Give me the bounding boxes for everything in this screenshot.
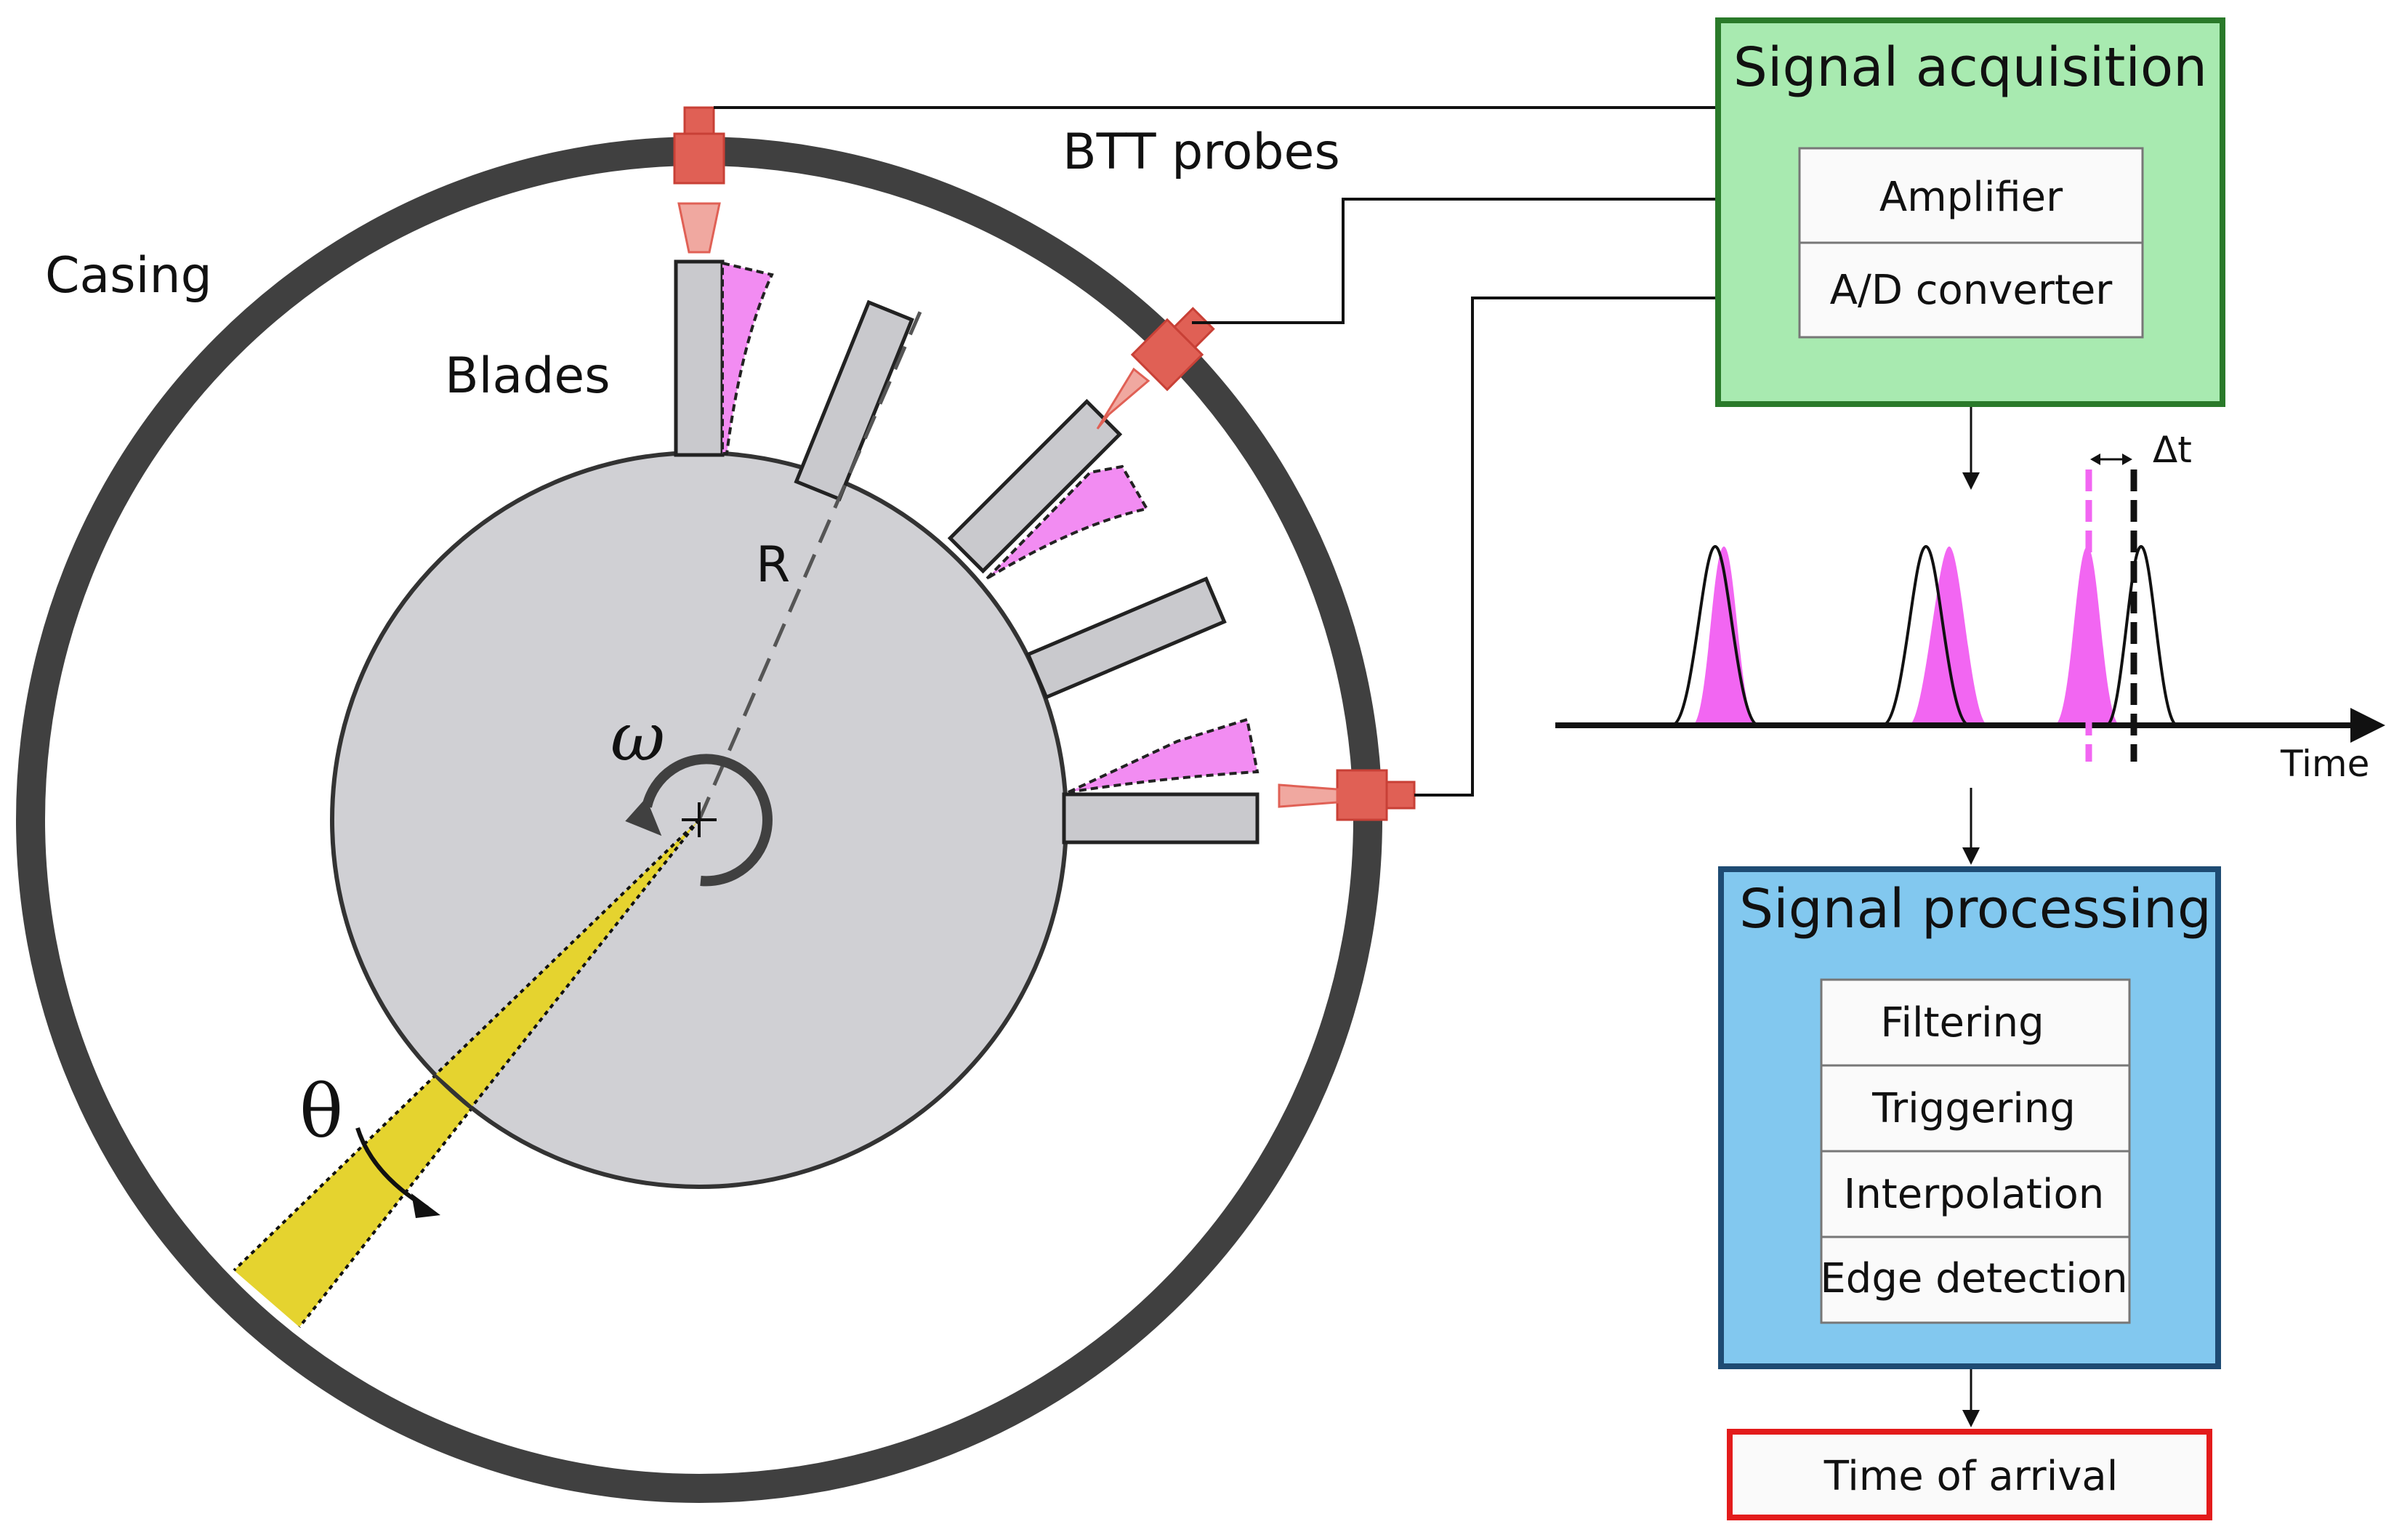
btt-probe bbox=[1336, 769, 1388, 821]
acquisition-item bbox=[1798, 147, 2144, 244]
btt-probe bbox=[1385, 781, 1416, 810]
probe-wire bbox=[1414, 297, 1715, 797]
processing-item-label: Edge detection bbox=[1820, 1255, 2127, 1302]
pulse-reference bbox=[2105, 544, 2178, 727]
delta-t-arrowhead bbox=[2122, 453, 2132, 465]
flow-arrowhead bbox=[1962, 1410, 1980, 1427]
processing-item bbox=[1820, 978, 2131, 1067]
processing-item-label: Triggering bbox=[1871, 1085, 2076, 1132]
theta-label: θ bbox=[299, 1069, 343, 1154]
output-label: Time of arrival bbox=[1823, 1453, 2119, 1500]
probe-beam bbox=[677, 202, 721, 254]
pulse-reference bbox=[1882, 544, 1970, 727]
blade bbox=[794, 299, 914, 501]
delta-t-arrowhead bbox=[2090, 453, 2100, 465]
processing-item bbox=[1820, 1235, 2131, 1324]
flow-arrowhead bbox=[1962, 847, 1980, 865]
processing-item-label: Interpolation bbox=[1844, 1171, 2104, 1218]
blade bbox=[674, 259, 725, 457]
processing-item bbox=[1820, 1064, 2131, 1153]
theta-arrowhead bbox=[411, 1193, 440, 1218]
acquisition-item-label: A/D converter bbox=[1830, 267, 2113, 314]
flow-arrowhead bbox=[1962, 472, 1980, 490]
blades-label: Blades bbox=[445, 347, 610, 405]
theta-sector-inner bbox=[436, 820, 699, 1106]
omega-label: ω bbox=[610, 698, 665, 776]
processing-item-label: Filtering bbox=[1880, 999, 2044, 1047]
blade-deflection bbox=[1068, 717, 1260, 794]
blade bbox=[1062, 792, 1260, 844]
pulse-reference bbox=[1671, 544, 1760, 727]
delta-t-label: Δt bbox=[2153, 429, 2192, 471]
probe-wire bbox=[1192, 198, 1715, 324]
rotation-arrow bbox=[642, 754, 773, 887]
acquisition-title: Signal acquisition bbox=[1733, 36, 2207, 99]
radius-label: R bbox=[756, 536, 790, 594]
btt-probe bbox=[683, 106, 715, 135]
blade bbox=[1025, 576, 1227, 700]
pulse-plot bbox=[1671, 544, 2178, 727]
rotation-arrowhead bbox=[625, 797, 662, 836]
casing-label: Casing bbox=[45, 247, 212, 305]
processing-item bbox=[1820, 1150, 2131, 1238]
btt-probe bbox=[673, 132, 725, 185]
acquisition-item bbox=[1798, 241, 2144, 339]
pulse-shifted bbox=[1909, 547, 1988, 725]
radius-line bbox=[697, 305, 925, 821]
probe-beam bbox=[1096, 367, 1150, 430]
probe-beam bbox=[1278, 783, 1339, 808]
blade-deflection bbox=[986, 464, 1150, 580]
blade-deflection bbox=[721, 261, 774, 455]
btt-probes-label: BTT probes bbox=[1063, 124, 1340, 181]
btt-probe bbox=[1172, 307, 1215, 350]
acquisition-item-label: Amplifier bbox=[1879, 174, 2063, 221]
time-axis-arrowhead bbox=[2350, 708, 2385, 743]
time-axis-label: Time bbox=[2280, 743, 2369, 785]
output-box bbox=[1727, 1429, 2212, 1520]
processing-title: Signal processing bbox=[1739, 878, 2212, 940]
